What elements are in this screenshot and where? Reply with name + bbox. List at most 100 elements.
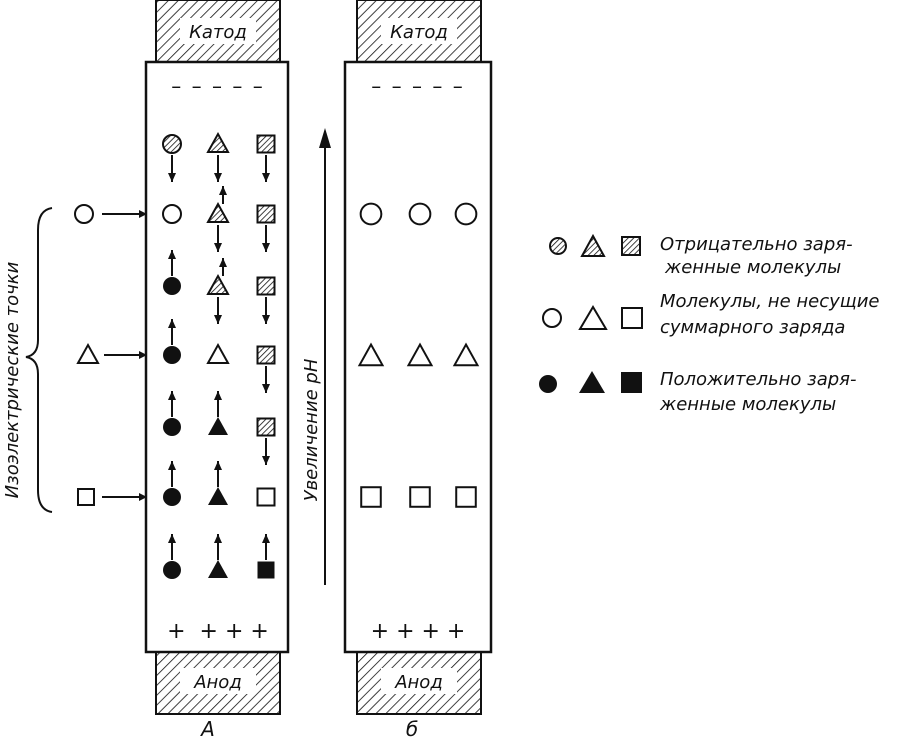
neg-triangle-down-triangle-icon — [206, 131, 230, 153]
pos-circle-up-circle-icon — [163, 488, 181, 506]
neg-square-down-square-icon — [256, 204, 276, 224]
panel-b-molecules — [357, 202, 480, 508]
pos-circle-up-circle-icon — [163, 277, 181, 295]
cathode-label-left: Катод — [189, 22, 247, 43]
minus-signs-right: – – – – – — [371, 74, 464, 98]
legend-neg-circle-icon — [549, 237, 567, 255]
movement-arrowhead — [262, 534, 270, 543]
panel-label-a: А — [199, 717, 215, 741]
neutral-triangle-triangle-icon — [452, 342, 480, 367]
pos-circle-up-molecule — [163, 461, 181, 506]
neg-square-down-molecule — [256, 417, 276, 465]
neg-triangle-updown-triangle-icon — [206, 201, 230, 223]
pos-triangle-up-triangle-icon — [208, 487, 228, 505]
pos-triangle-up-triangle-icon — [208, 560, 228, 578]
movement-arrowhead — [214, 391, 222, 400]
neutral-circle-circle-icon — [162, 204, 182, 224]
neutral-circle-circle-icon — [454, 202, 478, 226]
neg-circle-down-circle-icon — [162, 134, 182, 154]
movement-arrowhead — [168, 250, 176, 259]
legend-positive-line1: Положительно заря- — [660, 369, 857, 390]
legend-negative: Отрицательно заря- женные молекулы — [549, 233, 853, 278]
pos-circle-up-circle-icon — [163, 346, 181, 364]
movement-arrowhead — [214, 315, 222, 324]
minus-signs-left: – – – – – — [171, 74, 264, 98]
pos-circle-up-molecule — [163, 319, 181, 364]
neg-square-down-square-icon — [256, 345, 276, 365]
legend-negative-line1: Отрицательно заря- — [660, 234, 853, 255]
legend-neutral-line2: суммарного заряда — [660, 317, 845, 338]
neg-square-down-square-icon — [256, 134, 276, 154]
neutral-triangle-molecule — [406, 342, 434, 367]
pos-square-up-square-icon — [257, 561, 275, 579]
neutral-circle-molecule — [454, 202, 478, 226]
neutral-square-square-icon — [360, 486, 382, 508]
neutral-square-square-icon — [455, 486, 477, 508]
legend-neg-triangle-icon — [580, 233, 606, 257]
movement-arrowhead — [262, 243, 270, 252]
legend-negative-line2: женные молекулы — [664, 257, 841, 278]
neutral-circle-circle-icon — [408, 202, 432, 226]
neutral-circle-circle-icon — [359, 202, 383, 226]
neutral-triangle-molecule — [452, 342, 480, 367]
cathode-block-left: Катод — [155, 0, 281, 63]
pos-triangle-up-molecule — [208, 461, 228, 505]
movement-arrowhead — [262, 173, 270, 182]
movement-arrowhead — [168, 391, 176, 400]
iso-circle-marker — [74, 204, 94, 224]
ph-increase-label: Увеличение рН — [301, 358, 322, 501]
movement-arrowhead — [214, 173, 222, 182]
movement-arrowhead — [168, 173, 176, 182]
movement-arrowhead — [262, 384, 270, 393]
pos-triangle-up-molecule — [208, 391, 228, 435]
neg-square-down-molecule — [256, 134, 276, 182]
neg-square-down-molecule — [256, 345, 276, 393]
movement-arrowhead — [214, 243, 222, 252]
movement-arrowhead — [214, 461, 222, 470]
neutral-triangle-molecule — [206, 342, 230, 364]
neutral-triangle-molecule — [357, 342, 385, 367]
pos-circle-up-molecule — [163, 391, 181, 436]
anode-block-right: Анод — [356, 651, 482, 715]
neg-square-down-square-icon — [256, 276, 276, 296]
movement-arrowhead — [262, 315, 270, 324]
neutral-circle-molecule — [359, 202, 383, 226]
iso-triangle-marker — [76, 342, 100, 364]
neutral-square-molecule — [256, 487, 276, 507]
legend-positive: Положительно заря- женные молекулы — [539, 369, 857, 415]
neg-circle-down-molecule — [162, 134, 182, 182]
neutral-triangle-triangle-icon — [406, 342, 434, 367]
movement-arrowhead — [168, 319, 176, 328]
isoelectric-label: Изоэлектрические точки — [2, 261, 23, 498]
legend-positive-line2: женные молекулы — [659, 394, 836, 415]
panel-a-molecules — [162, 131, 276, 579]
neg-triangle-down-molecule — [206, 131, 230, 182]
pos-circle-up-molecule — [163, 534, 181, 579]
pos-triangle-up-triangle-icon — [208, 417, 228, 435]
legend-neutral-circle-icon — [542, 308, 562, 328]
movement-arrowhead — [168, 534, 176, 543]
neg-square-down-molecule — [256, 204, 276, 252]
neg-triangle-updown-molecule — [206, 186, 230, 252]
neutral-circle-molecule — [162, 204, 182, 224]
neutral-square-molecule — [455, 486, 477, 508]
neutral-triangle-triangle-icon — [357, 342, 385, 367]
neutral-square-molecule — [409, 486, 431, 508]
legend-neutral: Молекулы, не несущие суммарного заряда — [542, 291, 880, 338]
movement-arrowhead — [262, 456, 270, 465]
legend: Отрицательно заря- женные молекулы Молек… — [539, 233, 880, 415]
legend-pos-triangle-icon — [579, 371, 605, 393]
pos-triangle-up-molecule — [208, 534, 228, 578]
neutral-square-molecule — [360, 486, 382, 508]
movement-arrowhead — [219, 186, 227, 195]
pos-circle-up-circle-icon — [163, 561, 181, 579]
neutral-square-square-icon — [409, 486, 431, 508]
legend-neutral-line1: Молекулы, не несущие — [660, 291, 880, 312]
neg-triangle-updown-triangle-icon — [206, 273, 230, 295]
cathode-block-right: Катод — [356, 0, 482, 63]
neutral-square-square-icon — [256, 487, 276, 507]
legend-neutral-triangle-icon — [578, 305, 608, 330]
legend-neg-square-icon — [621, 236, 641, 256]
neg-triangle-updown-molecule — [206, 258, 230, 324]
